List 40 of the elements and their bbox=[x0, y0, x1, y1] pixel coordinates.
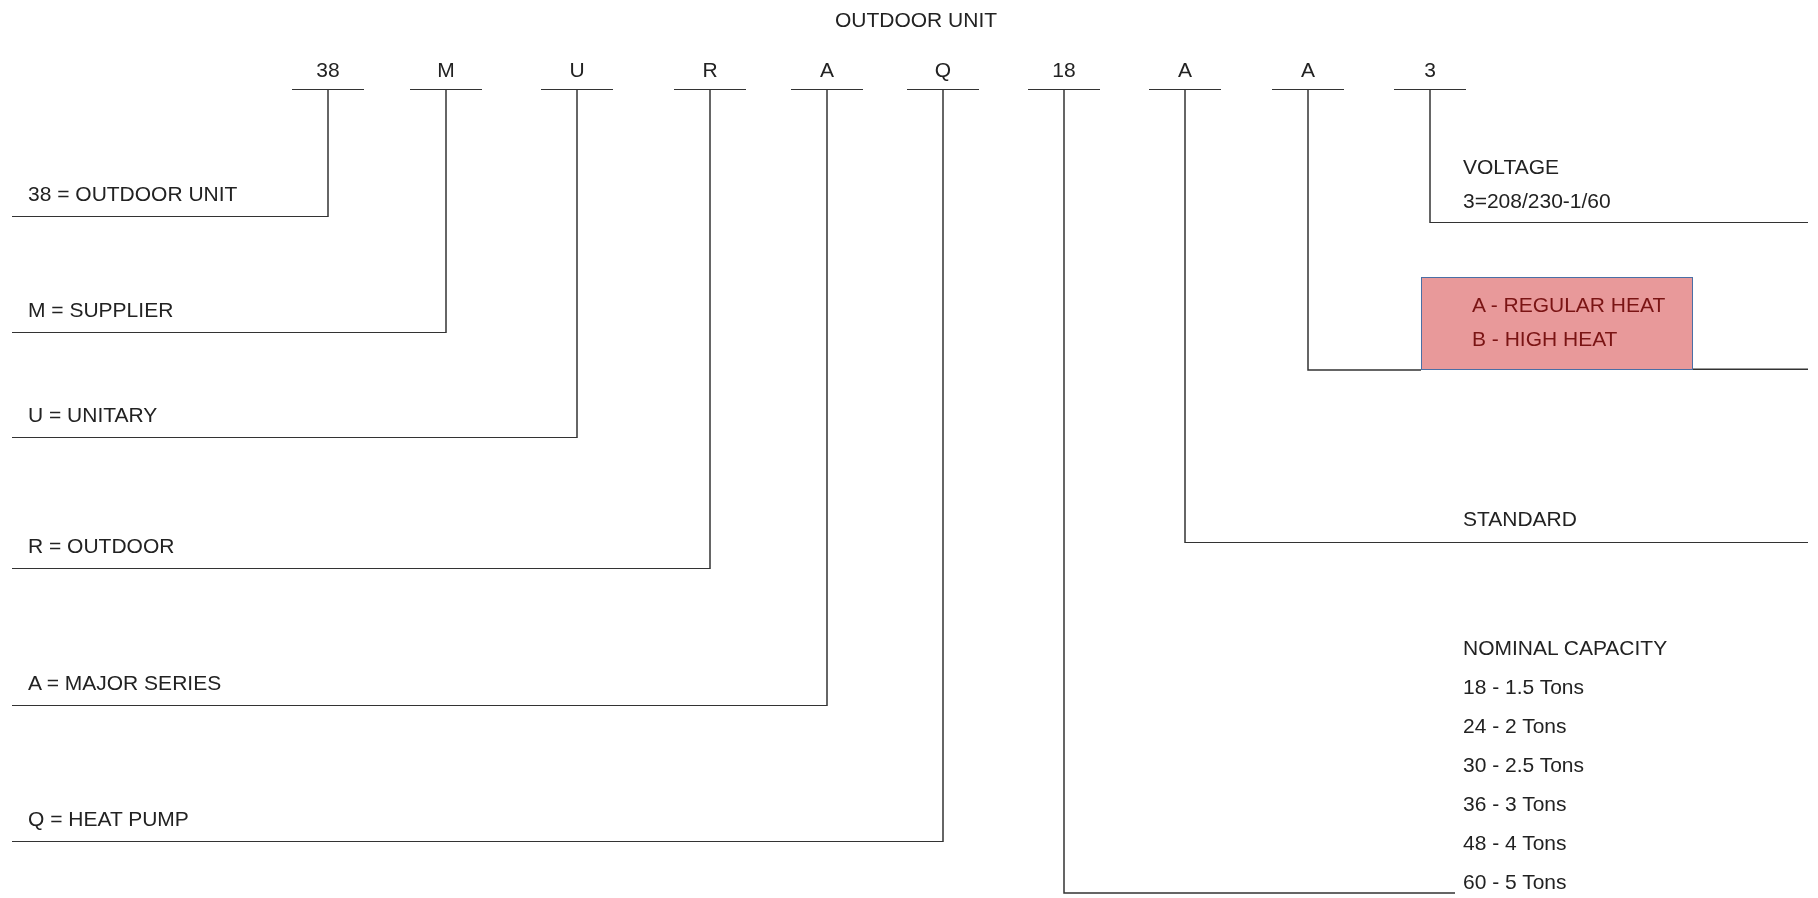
title: OUTDOOR UNIT bbox=[833, 8, 999, 32]
heading-text: NOMINAL CAPACITY bbox=[1463, 635, 1669, 661]
description-text: Q = HEAT PUMP bbox=[12, 792, 943, 842]
capacity-text: 24 - 2 Tons bbox=[1463, 713, 1568, 739]
description-text: 38 = OUTDOOR UNIT bbox=[12, 167, 328, 217]
code-character: 38 bbox=[292, 50, 364, 90]
leader-line bbox=[327, 89, 329, 218]
capacity-text: 30 - 2.5 Tons bbox=[1463, 752, 1586, 778]
description-text: M = SUPPLIER bbox=[12, 283, 446, 333]
description-text: STANDARD bbox=[1463, 506, 1578, 532]
code-character: U bbox=[541, 50, 613, 90]
leader-line bbox=[1184, 89, 1186, 544]
capacity-text: 60 - 5 Tons bbox=[1463, 869, 1568, 895]
code-character: 18 bbox=[1028, 50, 1100, 90]
capacity-text: 48 - 4 Tons bbox=[1463, 830, 1568, 856]
heading-text: VOLTAGE bbox=[1463, 154, 1561, 180]
code-character: Q bbox=[907, 50, 979, 90]
code-character: A bbox=[1272, 50, 1344, 90]
leader-line bbox=[1307, 89, 1422, 371]
capacity-text: 18 - 1.5 Tons bbox=[1463, 674, 1586, 700]
capacity-text: 36 - 3 Tons bbox=[1463, 791, 1568, 817]
code-character: A bbox=[791, 50, 863, 90]
leader-line bbox=[1063, 89, 1456, 894]
option-text: B - HIGH HEAT bbox=[1472, 326, 1619, 352]
code-character: A bbox=[1149, 50, 1221, 90]
leader-line bbox=[709, 89, 711, 570]
code-character: R bbox=[674, 50, 746, 90]
leader-line bbox=[445, 89, 447, 334]
code-character: M bbox=[410, 50, 482, 90]
highlight-box bbox=[1421, 277, 1693, 370]
code-character: 3 bbox=[1394, 50, 1466, 90]
leader-line bbox=[942, 89, 944, 843]
description-text: 3=208/230-1/60 bbox=[1463, 188, 1612, 214]
leader-line bbox=[576, 89, 578, 439]
option-text: A - REGULAR HEAT bbox=[1472, 292, 1667, 318]
description-text: R = OUTDOOR bbox=[12, 519, 710, 569]
description-text: A = MAJOR SERIES bbox=[12, 656, 827, 706]
leader-line bbox=[1429, 89, 1431, 224]
description-text: U = UNITARY bbox=[12, 388, 577, 438]
leader-line bbox=[826, 89, 828, 707]
